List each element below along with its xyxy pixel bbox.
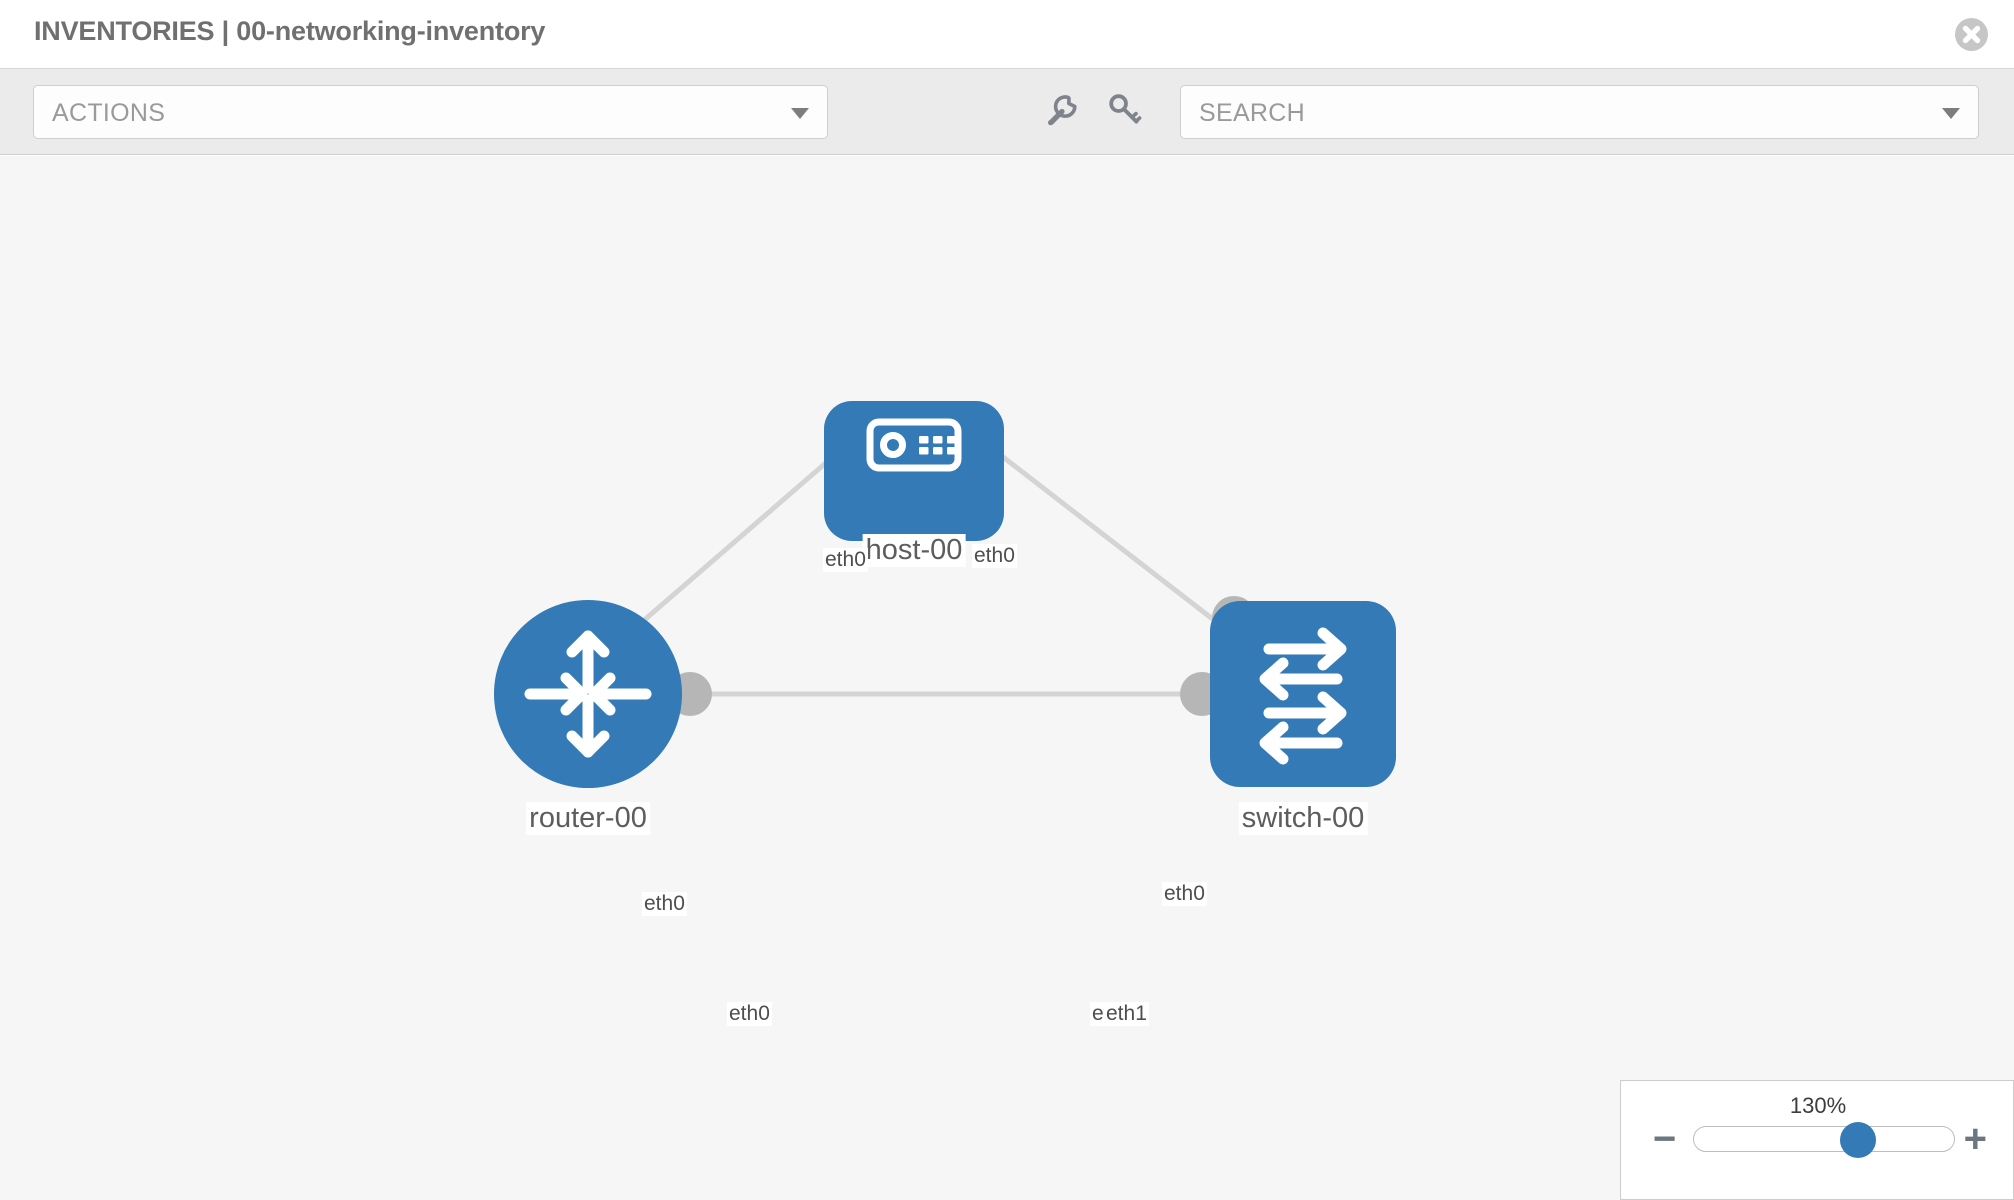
iface-label-host00-eth0-left: eth0 (823, 548, 868, 572)
node-switch-00[interactable] (1210, 601, 1396, 787)
node-router-00[interactable] (494, 600, 682, 788)
actions-dropdown-label: ACTIONS (52, 99, 166, 127)
close-icon[interactable] (1955, 18, 1988, 51)
node-label-switch-00: switch-00 (1238, 802, 1368, 835)
iface-label-switch00-uplink-eth0: eth0 (1162, 882, 1207, 906)
toolbar: ACTIONS SEARCH (0, 69, 2014, 155)
actions-dropdown[interactable]: ACTIONS (33, 85, 828, 139)
topology-canvas[interactable]: host-00 router-00 switch-00 eth0 eth0 et… (0, 156, 2014, 1200)
page-header: INVENTORIES | 00-networking-inventory (0, 0, 2014, 69)
zoom-slider-thumb[interactable] (1839, 1122, 1876, 1158)
zoom-slider[interactable] (1693, 1122, 1955, 1158)
search-placeholder: SEARCH (1199, 99, 1305, 127)
zoom-in-button[interactable]: + (1963, 1117, 1987, 1161)
iface-label-router00-uplink-eth0: eth0 (642, 892, 687, 916)
iface-label-router00-eth0: eth0 (727, 1002, 772, 1026)
topology-graph (494, 401, 1396, 788)
chevron-down-icon (791, 108, 809, 119)
key-icon[interactable] (1105, 91, 1143, 129)
breadcrumb: INVENTORIES | 00-networking-inventory (34, 16, 546, 46)
node-host-00[interactable] (824, 401, 1004, 541)
search-input[interactable]: SEARCH (1180, 85, 1979, 139)
node-label-router-00: router-00 (526, 802, 650, 835)
zoom-level-value: 130% (1789, 1093, 1847, 1118)
wrench-icon[interactable] (1043, 91, 1081, 129)
zoom-control-panel: 130% − + (1620, 1080, 2014, 1200)
zoom-out-button[interactable]: − (1653, 1117, 1677, 1161)
iface-label-host00-eth0-right: eth0 (972, 544, 1017, 568)
node-label-host-00: host-00 (862, 534, 966, 567)
iface-label-switch00-eth1: eth1 (1104, 1002, 1149, 1026)
chevron-down-icon[interactable] (1942, 108, 1960, 119)
